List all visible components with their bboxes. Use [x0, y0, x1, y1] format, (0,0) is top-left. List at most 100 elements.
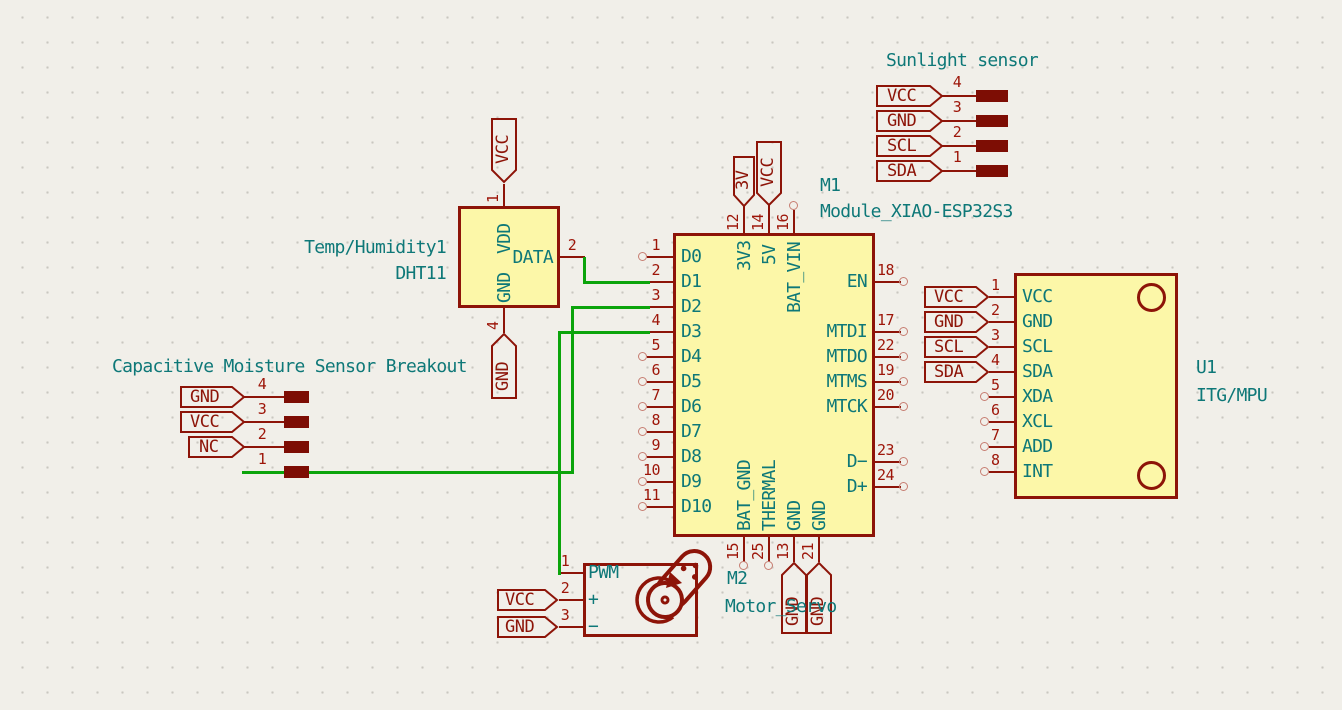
net-flag-gnd[interactable]: GND	[497, 615, 559, 639]
net-flag-gnd[interactable]: GND	[806, 561, 832, 634]
moisture-sensor-title[interactable]: Capacitive Moisture Sensor Breakout	[112, 356, 467, 377]
servo-body[interactable]	[583, 563, 698, 637]
xiao-value[interactable]: Module_XIAO-ESP32S3	[820, 201, 1013, 222]
m2-value[interactable]: Motor_Servo	[725, 596, 837, 617]
pin-stub[interactable]	[244, 396, 284, 398]
pin-number: 1	[257, 450, 267, 468]
pin-stub[interactable]	[647, 406, 673, 408]
net-flag-vcc[interactable]: VCC	[876, 84, 944, 108]
pin-stub[interactable]	[647, 356, 673, 358]
pin-stub[interactable]	[989, 396, 1014, 398]
connector-pad[interactable]	[284, 441, 309, 453]
pin-stub[interactable]	[875, 461, 901, 463]
net-flag-vcc[interactable]: VCC	[180, 410, 246, 434]
pin-stub[interactable]	[818, 537, 820, 562]
net-flag-gnd[interactable]: GND	[491, 332, 517, 399]
net-flag-vcc[interactable]: VCC	[756, 141, 782, 207]
connector-pad[interactable]	[976, 90, 1008, 102]
pin-stub[interactable]	[647, 456, 673, 458]
pin-stub[interactable]	[647, 281, 673, 283]
pin-stub[interactable]	[875, 406, 901, 408]
net-flag-vcc[interactable]: VCC	[497, 588, 559, 612]
pin-stub[interactable]	[942, 145, 976, 147]
pin-stub[interactable]	[875, 281, 901, 283]
connector-pad[interactable]	[284, 391, 309, 403]
wire-data-to-d1[interactable]	[583, 281, 650, 284]
pin-stub[interactable]	[989, 471, 1014, 473]
pin-stub[interactable]	[942, 95, 976, 97]
pin-stub[interactable]	[989, 421, 1014, 423]
pin-stub[interactable]	[503, 308, 505, 333]
u1-value[interactable]: ITG/MPU	[1196, 385, 1268, 406]
pin-stub[interactable]	[793, 537, 795, 562]
pin-stub[interactable]	[875, 381, 901, 383]
pin-stub[interactable]	[989, 296, 1014, 298]
wire-data-to-d1[interactable]	[583, 257, 586, 283]
pin-stub[interactable]	[503, 184, 505, 206]
connector-pad[interactable]	[976, 140, 1008, 152]
net-flag-gnd[interactable]: GND	[180, 385, 246, 409]
sunlight-sensor-title[interactable]: Sunlight sensor	[886, 50, 1039, 71]
pin-stub[interactable]	[647, 256, 673, 258]
net-flag-scl[interactable]: SCL	[876, 134, 944, 158]
pin-stub[interactable]	[743, 537, 745, 562]
pin-stub[interactable]	[989, 346, 1014, 348]
connector-pad[interactable]	[976, 115, 1008, 127]
pin-stub[interactable]	[244, 446, 284, 448]
pin-stub[interactable]	[875, 356, 901, 358]
pin-stub[interactable]	[559, 572, 583, 574]
pin-stub[interactable]	[560, 256, 585, 258]
pin-stub[interactable]	[942, 170, 976, 172]
xiao-reference[interactable]: M1	[820, 175, 841, 196]
net-flag-vcc[interactable]: VCC	[491, 118, 517, 184]
u1-reference[interactable]: U1	[1196, 357, 1217, 378]
net-flag-3v[interactable]: 3V	[733, 156, 755, 208]
m2-reference[interactable]: M2	[727, 568, 748, 589]
pin-stub[interactable]	[559, 626, 583, 628]
pin-name-pwm: PWM	[588, 562, 619, 583]
net-flag-gnd[interactable]: GND	[876, 109, 944, 133]
pin-stub[interactable]	[793, 210, 795, 233]
dht11-body[interactable]	[458, 206, 560, 308]
wire-d2-to-moisture[interactable]	[242, 471, 573, 474]
net-flag-sda[interactable]: SDA	[876, 159, 944, 183]
wire-d3-to-pwm[interactable]	[558, 331, 650, 334]
net-flag-vcc[interactable]: VCC	[924, 285, 990, 309]
pin-stub[interactable]	[875, 486, 901, 488]
pin-name: INT	[1022, 461, 1053, 482]
net-flag-nc[interactable]: NC	[188, 435, 246, 459]
connector-pad[interactable]	[284, 416, 309, 428]
wire-d2-to-moisture[interactable]	[571, 306, 574, 474]
connector-pad[interactable]	[976, 165, 1008, 177]
pin-number: 11	[642, 486, 661, 504]
pin-stub[interactable]	[244, 421, 284, 423]
pin-stub[interactable]	[989, 371, 1014, 373]
unconnected-pin-marker	[638, 452, 647, 461]
net-flag-sda[interactable]: SDA	[924, 360, 990, 384]
xiao-body[interactable]	[673, 233, 875, 537]
pin-stub[interactable]	[647, 331, 673, 333]
pin-number: 5	[651, 336, 660, 354]
unconnected-pin-marker	[638, 252, 647, 261]
connector-pad[interactable]	[284, 466, 309, 478]
pin-stub[interactable]	[875, 331, 901, 333]
pin-stub[interactable]	[768, 537, 770, 562]
wire-d2-to-moisture[interactable]	[571, 306, 650, 309]
dht11-value[interactable]: DHT11	[395, 263, 446, 284]
pin-stub[interactable]	[647, 306, 673, 308]
pin-stub[interactable]	[647, 481, 673, 483]
pin-stub[interactable]	[768, 205, 770, 233]
net-flag-scl[interactable]: SCL	[924, 335, 990, 359]
pin-stub[interactable]	[647, 431, 673, 433]
pin-stub[interactable]	[989, 446, 1014, 448]
pin-stub[interactable]	[743, 206, 745, 233]
pin-stub[interactable]	[647, 506, 673, 508]
pin-stub[interactable]	[989, 321, 1014, 323]
pin-stub[interactable]	[942, 120, 976, 122]
wire-d3-to-pwm[interactable]	[558, 331, 561, 575]
pin-stub[interactable]	[559, 599, 583, 601]
net-flag-gnd[interactable]: GND	[924, 310, 990, 334]
pin-stub[interactable]	[647, 381, 673, 383]
pin-name: D−	[846, 451, 868, 472]
dht11-reference[interactable]: Temp/Humidity1	[304, 237, 447, 258]
